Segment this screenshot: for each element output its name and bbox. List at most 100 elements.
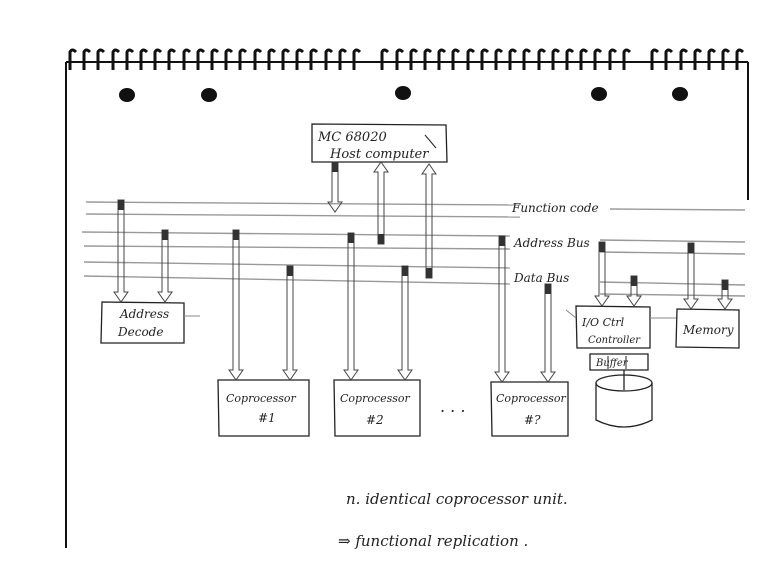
spiral-coil (295, 48, 305, 70)
function-code-label: Function code (511, 201, 599, 215)
spiral-coil (182, 48, 192, 70)
io-controller-title: I/O Ctrl (581, 316, 625, 329)
spiral-coil (508, 48, 518, 70)
bus-arrow (157, 229, 173, 303)
spiral-binding (68, 48, 745, 70)
spiral-coil (281, 48, 291, 70)
spiral-coil (409, 48, 419, 70)
address-decode-title: Address (119, 307, 169, 321)
coprocessor-2-box: Coprocessor #2 (333, 379, 421, 437)
punch-hole (395, 86, 411, 100)
spiral-coil (466, 48, 476, 70)
coprocessor-ellipsis: . . . (440, 397, 465, 416)
buffer-box: Buffer (589, 353, 649, 371)
spiral-coil (125, 48, 135, 70)
memory-label: Memory (682, 323, 734, 337)
spiral-coil (451, 48, 461, 70)
spiral-coil (139, 48, 149, 70)
spiral-coil (309, 48, 319, 70)
spiral-coil (707, 48, 717, 70)
bus-arrow (343, 232, 359, 381)
io-controller-subtitle: Controller (588, 335, 641, 346)
spiral-coil (380, 48, 390, 70)
address-decode-box: Address Decode (100, 301, 200, 344)
spiral-coil (579, 48, 589, 70)
bus-lines (81, 201, 746, 297)
spiral-coil (664, 48, 674, 70)
spiral-coil (224, 48, 234, 70)
punch-hole (119, 88, 135, 102)
spiral-coil (196, 48, 206, 70)
spiral-coil (437, 48, 447, 70)
punch-hole (201, 88, 217, 102)
spiral-coil (111, 48, 121, 70)
spiral-coil (494, 48, 504, 70)
punch-holes (119, 86, 688, 102)
bus-arrow (626, 275, 642, 307)
io-controller-box: I/O Ctrl Controller (565, 305, 676, 349)
spiral-coil (253, 48, 263, 70)
host-title: MC 68020 (317, 130, 387, 145)
punch-hole (672, 87, 688, 101)
spiral-coil (693, 48, 703, 70)
spiral-coil (167, 48, 177, 70)
bus-arrow (228, 229, 244, 381)
coprocessor-n-title: Coprocessor (496, 392, 567, 405)
spiral-coil (593, 48, 603, 70)
bus-arrow (282, 265, 298, 381)
spiral-coil (210, 48, 220, 70)
bus-arrow (683, 242, 699, 310)
spiral-coil (565, 48, 575, 70)
coprocessor-1-title: Coprocessor (226, 392, 297, 405)
address-decode-subtitle: Decode (117, 325, 163, 339)
connection-arrows (113, 161, 733, 383)
coprocessor-1-box: Coprocessor #1 (217, 379, 310, 437)
punch-hole (591, 87, 607, 101)
bus-arrow (327, 161, 343, 213)
data-bus-label: Data Bus (513, 271, 569, 285)
bus-arrow (113, 199, 129, 303)
spiral-coil (423, 48, 433, 70)
spiral-coil (96, 48, 106, 70)
bus-arrow (397, 265, 413, 381)
spiral-coil (338, 48, 348, 70)
bus-arrow (717, 279, 733, 310)
spiral-coil (608, 48, 618, 70)
disk-storage-icon (595, 370, 653, 428)
spiral-coil (735, 48, 745, 70)
address-bus-label: Address Bus (513, 236, 590, 250)
spiral-coil (68, 48, 78, 70)
note-identical-units: n. identical coprocessor unit. (346, 490, 568, 508)
spiral-coil (82, 48, 92, 70)
spiral-coil (622, 48, 632, 70)
page-border (65, 61, 749, 548)
spiral-coil (324, 48, 334, 70)
spiral-coil (551, 48, 561, 70)
spiral-coil (679, 48, 689, 70)
memory-box: Memory (675, 308, 740, 349)
bus-arrow (373, 161, 389, 245)
spiral-coil (522, 48, 532, 70)
host-subtitle: Host computer (329, 147, 429, 162)
host-computer-box: MC 68020 Host computer (311, 123, 448, 163)
spiral-coil (267, 48, 277, 70)
bus-arrow (421, 163, 437, 279)
spiral-coil (650, 48, 660, 70)
coprocessor-2-number: #2 (366, 413, 384, 427)
bus-arrow (540, 283, 556, 383)
coprocessor-1-number: #1 (258, 411, 276, 425)
coprocessor-2-title: Coprocessor (340, 392, 411, 405)
coprocessor-n-number: #? (524, 413, 541, 427)
spiral-coil (153, 48, 163, 70)
spiral-coil (537, 48, 547, 70)
spiral-coil (480, 48, 490, 70)
spiral-coil (721, 48, 731, 70)
spiral-coil (395, 48, 405, 70)
coprocessor-n-box: Coprocessor #? (490, 381, 569, 437)
bus-arrow (494, 235, 510, 383)
spiral-coil (238, 48, 248, 70)
buffer-label: Buffer (595, 358, 629, 369)
note-functional-replication: ⇒ functional replication . (338, 532, 528, 550)
bus-arrow (594, 241, 610, 307)
